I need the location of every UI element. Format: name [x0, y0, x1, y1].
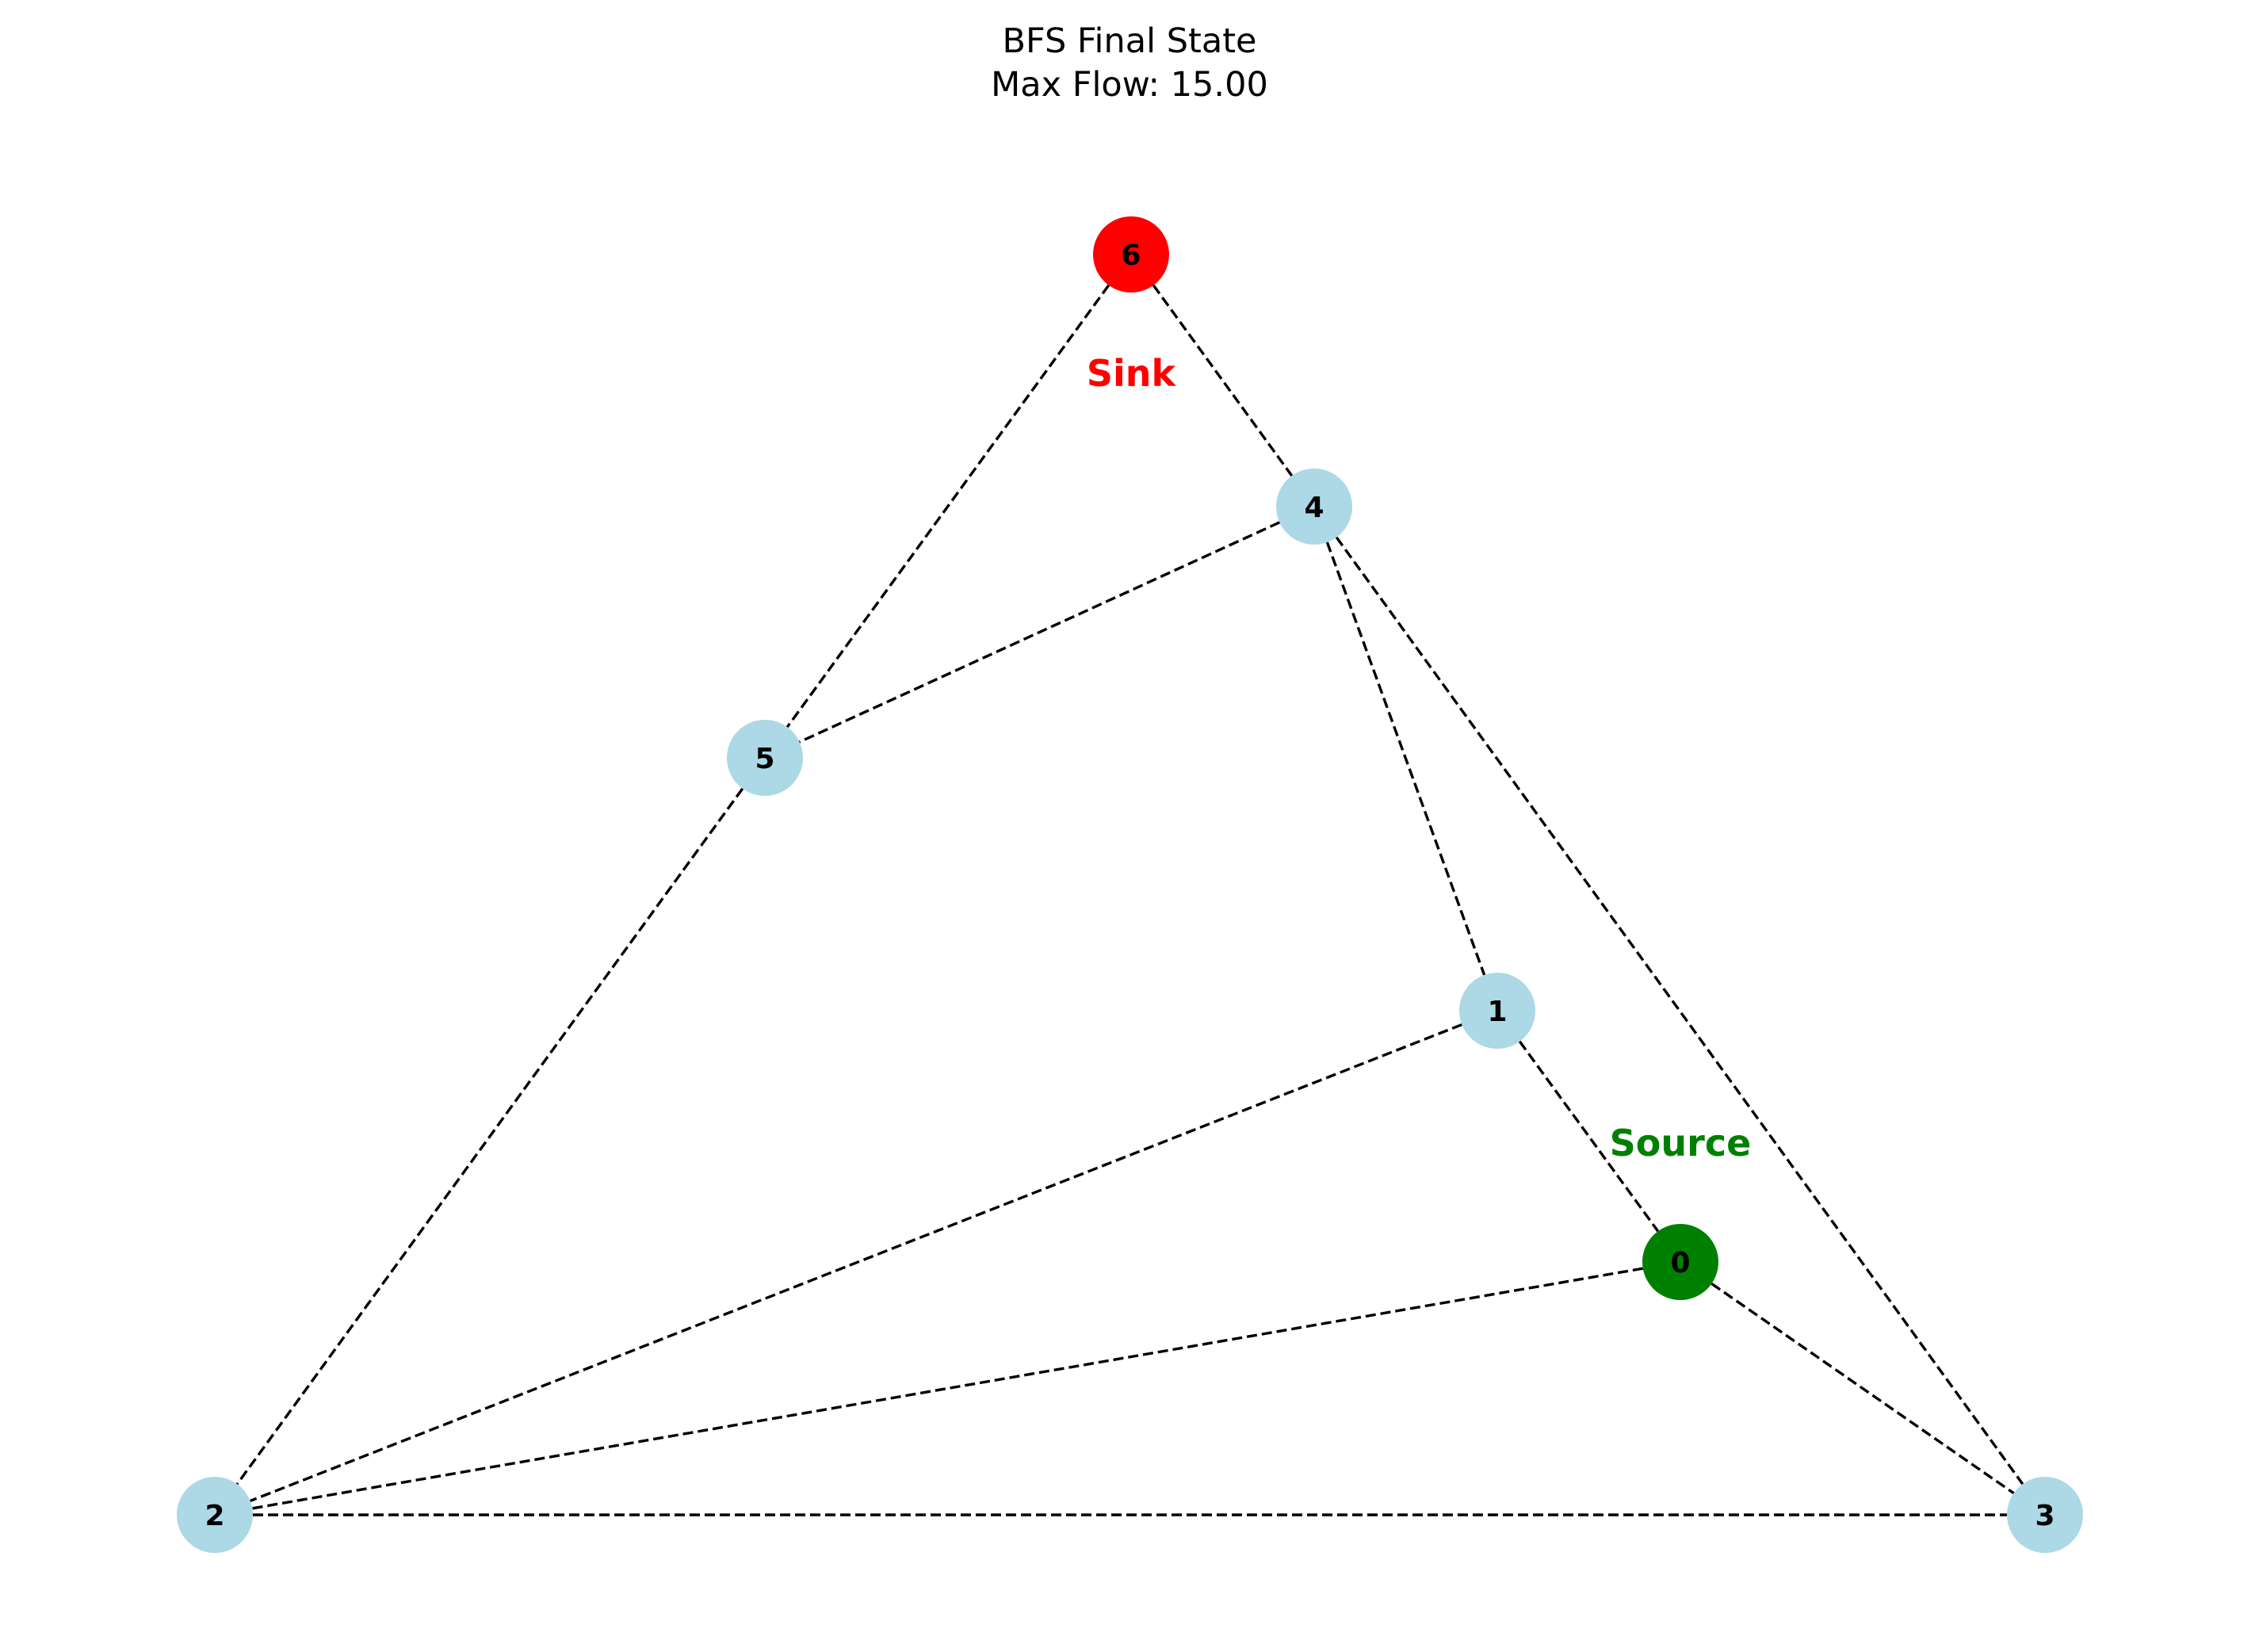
node-0: 0: [1642, 1224, 1718, 1300]
source-label: Source: [1610, 1122, 1752, 1164]
node-circle-6: [1093, 216, 1169, 293]
sink-label: Sink: [1087, 352, 1177, 395]
edge-0-3: [1710, 1282, 2015, 1495]
edge-4-5: [798, 521, 1281, 744]
node-circle-0: [1642, 1224, 1718, 1300]
node-circle-4: [1276, 468, 1352, 545]
edge-6-5: [785, 284, 1110, 728]
node-label-2: 2: [204, 1500, 224, 1532]
node-label-3: 3: [2035, 1500, 2055, 1532]
edge-5-2: [235, 787, 744, 1486]
node-label-0: 0: [1670, 1247, 1690, 1279]
diagram-title-line-1: BFS Final State: [1002, 21, 1256, 61]
node-circle-1: [1459, 973, 1535, 1049]
node-label-4: 4: [1304, 491, 1324, 524]
node-4: 4: [1276, 468, 1352, 545]
node-circle-3: [2007, 1477, 2083, 1553]
node-circle-5: [727, 720, 803, 796]
node-label-1: 1: [1487, 996, 1507, 1028]
edges-layer: [235, 284, 2024, 1516]
node-3: 3: [2007, 1477, 2083, 1553]
node-6: 6: [1093, 216, 1169, 293]
node-circle-2: [177, 1477, 253, 1553]
edge-0-2: [252, 1267, 1643, 1510]
node-2: 2: [177, 1477, 253, 1553]
node-label-6: 6: [1121, 239, 1141, 272]
edge-1-0: [1518, 1040, 1660, 1233]
nodes-layer: 0 1 2 3 4 5 6: [177, 216, 2083, 1553]
node-1: 1: [1459, 973, 1535, 1049]
edge-6-4: [1152, 284, 1294, 477]
edge-4-3: [1335, 536, 2024, 1486]
node-label-5: 5: [755, 743, 774, 775]
diagram-title-line-2: Max Flow: 15.00: [991, 65, 1268, 105]
role-labels-layer: Source Sink: [1087, 352, 1751, 1164]
node-5: 5: [727, 720, 803, 796]
edge-1-2: [250, 1023, 1462, 1503]
edge-4-1: [1325, 541, 1486, 976]
